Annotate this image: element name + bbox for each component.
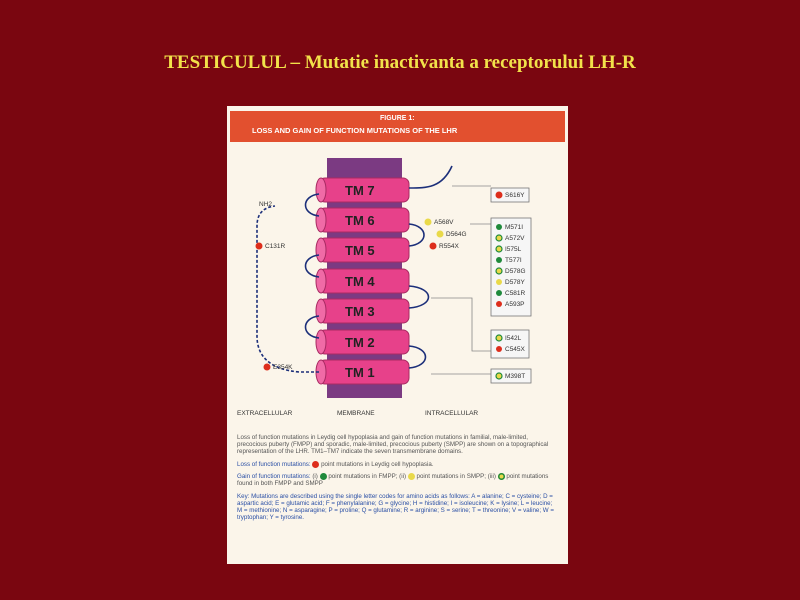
gain-mutation-dot xyxy=(424,218,432,226)
mutation-label: S616Y xyxy=(505,192,525,199)
region-label-membrane: MEMBRANE xyxy=(337,410,375,417)
mutation-label: T577I xyxy=(505,257,522,264)
green-dot-icon xyxy=(319,472,327,480)
helix-label: TM 3 xyxy=(345,304,375,319)
mutation-box-tm3: I542L C545X xyxy=(431,297,530,359)
legend-loss-title: Loss of function mutations: xyxy=(237,460,311,468)
helix-tm2: TM 2 xyxy=(315,329,410,355)
legend-key: Key: Mutations are described using the s… xyxy=(237,492,554,522)
legend-gain-text: point mutations found in both FMPP and S… xyxy=(237,473,549,488)
helix-tm4: TM 4 xyxy=(315,268,410,294)
red-dot-icon xyxy=(312,460,320,468)
legend-gain-title: Gain of function mutations: xyxy=(237,473,311,481)
figure-caption-title: LOSS AND GAIN OF FUNCTION MUTATIONS OF T… xyxy=(252,126,458,135)
legend-gain-text: (i) xyxy=(312,473,318,481)
mutation-label: C131R xyxy=(265,243,286,250)
figure-header: FIGURE 1: LOSS AND GAIN OF FUNCTION MUTA… xyxy=(230,111,565,142)
legend-loss: Loss of function mutations: point mutati… xyxy=(237,460,559,468)
helix-tm1: TM 1 xyxy=(315,359,410,385)
mutation-label: C545X xyxy=(505,346,526,353)
helix-label: TM 7 xyxy=(345,183,375,198)
mutation-box-tm1: M398T xyxy=(431,368,532,384)
helix-label: TM 5 xyxy=(345,243,375,258)
legend-gain-text: point mutations in FMPP; (ii) xyxy=(328,473,407,481)
yellow-dot-icon xyxy=(407,472,415,480)
helix-label: TM 6 xyxy=(345,213,375,228)
mutation-label: D578Y xyxy=(505,279,526,286)
region-label-extracellular: EXTRACELLULAR xyxy=(237,410,293,417)
region-label-intracellular: INTRACELLULAR xyxy=(425,410,478,417)
helix-tm5: TM 5 xyxy=(315,237,410,263)
mutation-label: C581R xyxy=(505,290,526,297)
helix-label: TM 2 xyxy=(345,335,375,350)
nh2-label: NH2 xyxy=(259,201,272,208)
mutation-label: A593P xyxy=(505,301,525,308)
mutation-label: M571I xyxy=(505,224,523,231)
mutation-label: R554X xyxy=(439,243,460,250)
connecting-loops xyxy=(256,165,453,373)
figure-panel: FIGURE 1: LOSS AND GAIN OF FUNCTION MUTA… xyxy=(227,106,568,564)
mutation-label: M398T xyxy=(505,373,525,380)
figure-number: FIGURE 1: xyxy=(380,115,415,122)
gain-mutation-dot xyxy=(436,230,444,238)
mutation-label: A568V xyxy=(434,219,454,226)
slide-title: TESTICULUL – Mutatie inactivanta a recep… xyxy=(164,52,636,73)
legend-intro: Loss of function mutations in Leydig cel… xyxy=(237,434,549,456)
helix-tm7: TM 7 xyxy=(315,177,410,203)
mutation-box-tm7: S616Y xyxy=(452,185,530,203)
green-yellow-dot-icon xyxy=(497,472,505,480)
mutation-label: D564G xyxy=(446,231,467,238)
helix-tm3: TM 3 xyxy=(315,298,410,324)
figure-legend: Loss of function mutations in Leydig cel… xyxy=(237,434,559,526)
legend-gain-text: point mutations in SMPP; (iii) xyxy=(416,473,496,481)
mutation-label: E354K xyxy=(273,364,293,371)
mutation-label: A572V xyxy=(505,235,525,242)
helix-tm6: TM 6 xyxy=(315,207,410,233)
mutation-label: D578G xyxy=(505,268,526,275)
mutation-label: I575L xyxy=(505,246,522,253)
helix-label: TM 4 xyxy=(345,274,375,289)
loss-mutation-dot xyxy=(255,242,263,250)
mutation-box-tm6: M571I A572V I575L T577I D578G D578Y C581… xyxy=(470,217,532,317)
mutation-label: I542L xyxy=(505,335,522,342)
legend-loss-text: point mutations in Leydig cell hypoplasi… xyxy=(321,460,434,468)
helix-label: TM 1 xyxy=(345,365,375,380)
legend-gain: Gain of function mutations: (i) point mu… xyxy=(237,472,559,488)
receptor-diagram: TM 7 TM 6 TM 5 TM 4 TM 3 TM 2 xyxy=(237,158,532,417)
loss-mutation-dot xyxy=(263,363,271,371)
loss-mutation-dot xyxy=(429,242,437,250)
